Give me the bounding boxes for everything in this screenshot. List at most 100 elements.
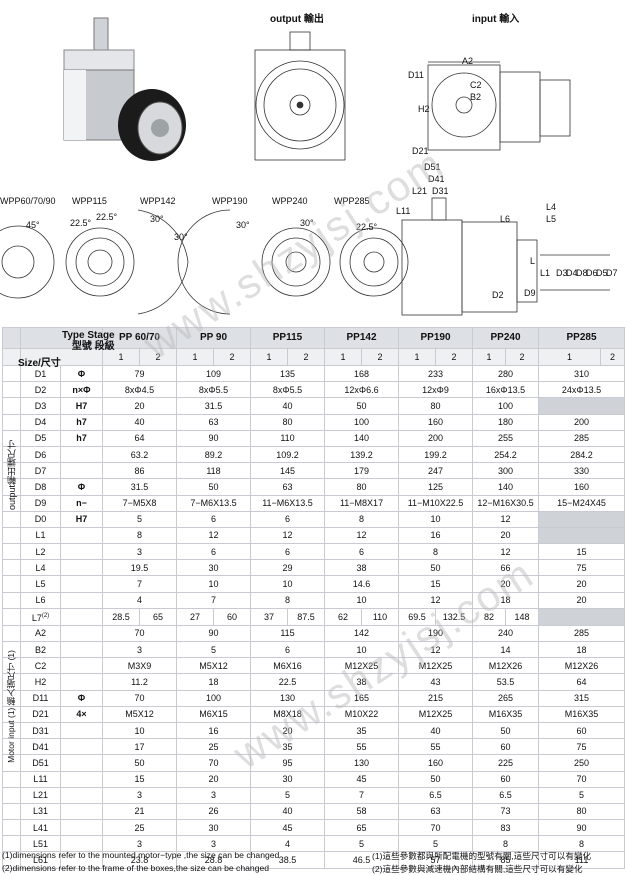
angle-label: 22.5° [70,218,92,228]
value-cell: 12−M16X30.5 [472,494,540,512]
value-cell: 12 [324,526,400,545]
value-cell: 60 [472,770,540,788]
value-cell: 3 [176,786,251,804]
dim-D5: D5 [596,268,608,278]
value-cell: 30 [176,559,251,577]
value-cell: 6 [176,510,251,528]
superscript: (2) [41,612,50,619]
model-header: PP190 [398,327,474,349]
dimension-name: D0 [20,510,61,528]
dimension-text: L7 [31,612,42,623]
value-cell: 63 [249,478,326,496]
dimension-symbol [60,721,103,740]
output-group-cell [2,543,21,561]
value-cell: 6 [249,510,326,528]
dim-A2: A2 [462,56,474,66]
value-cell: 20 [472,526,540,545]
dimension-name: D6 [20,445,61,464]
gearbox-product-photo [63,17,186,161]
angle-label: 22.5° [96,212,118,222]
stage-header: 2 [213,348,251,366]
dimension-name: D3 [20,397,61,415]
input-group-cell [2,851,21,869]
value-cell: 90 [538,819,625,837]
dimension-symbol [60,624,103,643]
dim-D6: D6 [586,268,598,278]
value-cell: 31.5 [102,478,177,496]
value-cell: 7 [176,591,251,609]
value-cell: 15 [538,543,625,561]
value-cell: 50 [324,397,400,415]
value-cell: 7−M5X8 [102,494,177,512]
output-group-cell [2,413,21,431]
flange-label-3: WPP142 [140,196,176,206]
value-cell: 29 [249,559,326,577]
value-cell: 16xΦ13.5 [472,381,540,399]
stage-header: 2 [600,348,625,366]
value-cell: 62 [324,607,363,626]
dimension-name: L7(2) [20,607,61,626]
footnote-en-1: (1)dimensions refer to the mounted motor… [2,850,280,860]
value-cell: 7−M6X13.5 [176,494,251,512]
value-cell: 85 [472,851,540,869]
dim-L21: L21 [412,186,428,196]
dim-D21: D21 [412,146,429,156]
value-cell: 70 [102,689,177,707]
value-cell: 10 [176,575,251,593]
value-cell: 80 [538,802,625,821]
value-cell: 70 [538,770,625,788]
stage-header: 2 [139,348,177,366]
value-cell: 8xΦ5.5 [176,381,251,399]
input-group-cell [2,705,21,723]
value-cell: 140 [472,478,540,496]
dimension-symbol: H7 [60,397,103,415]
dimension-symbol [60,738,103,756]
flange-label-5: WPP240 [272,196,308,206]
value-cell: 45 [324,770,400,788]
technical-drawing [0,17,610,316]
input-group-cell [2,624,21,643]
value-cell: 5 [249,786,326,804]
output-group-cell [2,575,21,593]
dimension-symbol: Φ [60,689,103,707]
value-cell: 20 [102,397,177,415]
value-cell: 73 [472,802,540,821]
dimension-symbol [60,462,103,480]
value-cell: M5X12 [176,657,251,675]
flange-patterns [0,209,409,315]
dimension-symbol [60,819,103,837]
value-cell: 50 [472,721,540,740]
value-cell: 8 [102,526,177,545]
value-cell: 12xΦ6.6 [324,381,400,399]
header-spacer [2,327,21,349]
dimension-symbol [60,640,103,659]
angle-label: 22.5° [356,222,378,232]
value-cell [538,526,625,545]
value-cell: 315 [538,689,625,707]
model-header: PP240 [472,327,540,349]
size-label: Size/尺寸 [18,358,61,369]
value-cell: 255 [472,429,540,447]
value-cell: 40 [249,397,326,415]
dimension-symbol: h7 [60,429,103,447]
value-cell: 6.5 [398,786,474,804]
value-cell: 40 [249,802,326,821]
value-cell: 26 [176,802,251,821]
value-cell: 50 [176,478,251,496]
value-cell: 30 [176,819,251,837]
dim-D8: D8 [576,268,588,278]
dimension-name: L6 [20,591,61,609]
value-cell: 125 [398,478,474,496]
value-cell: 130 [324,754,400,772]
dimension-name: D5 [20,429,61,447]
value-cell: 50 [398,770,474,788]
model-header: PP285 [538,327,625,349]
output-view [254,31,346,161]
output-group-cell [2,591,21,609]
